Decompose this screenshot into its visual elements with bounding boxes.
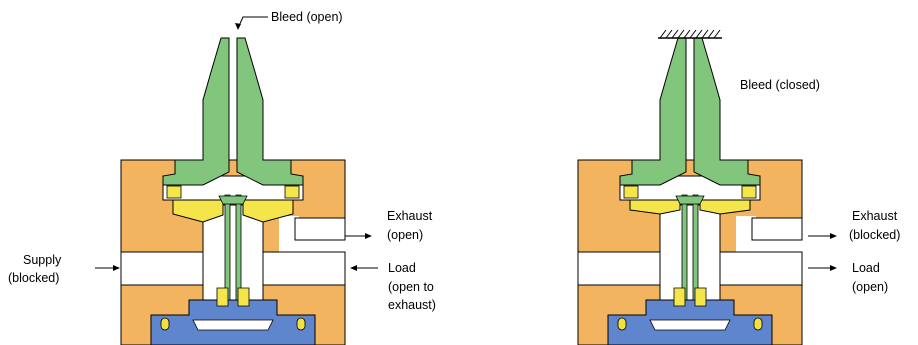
- left-load-state-1: (open to: [388, 280, 434, 294]
- left-bleed-label: Bleed (open): [271, 10, 343, 24]
- right-exhaust-label: Exhaust: [852, 209, 898, 223]
- supply-state: (blocked): [8, 271, 59, 285]
- left-exhaust-label: Exhaust: [387, 209, 433, 223]
- right-load-label: Load: [852, 261, 880, 275]
- left-valve: [120, 37, 364, 345]
- right-valve-seat: [629, 199, 751, 215]
- arrowheads: [113, 23, 837, 271]
- left-exhaust-state: (open): [387, 228, 423, 242]
- right-exhaust-state: (blocked): [849, 228, 900, 242]
- left-load-label: Load: [388, 261, 416, 275]
- left-bleed-nozzle: [162, 37, 304, 186]
- right-bleed-label: Bleed (closed): [740, 78, 820, 92]
- left-valve-seat: [172, 199, 294, 223]
- right-bleed-hatch: [659, 29, 721, 39]
- right-bleed-nozzle: [619, 37, 761, 186]
- right-valve: [577, 29, 821, 345]
- right-load-state: (open): [852, 280, 888, 294]
- supply-label: Supply: [23, 253, 62, 267]
- left-load-state-2: exhaust): [388, 298, 436, 312]
